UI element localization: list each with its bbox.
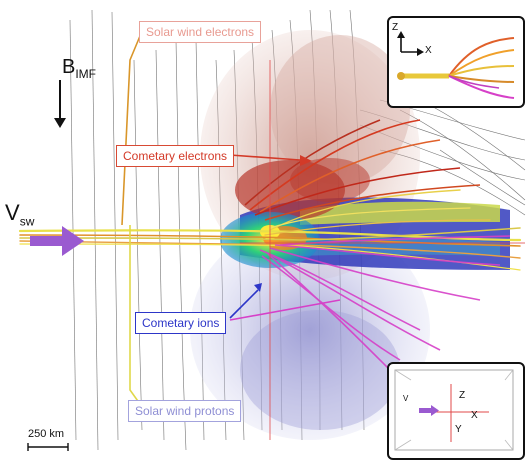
orientation-box-drawing bbox=[394, 369, 514, 451]
orientation-box-inset: V Z X Y bbox=[387, 362, 525, 460]
cometary-electrons-cloud bbox=[235, 158, 370, 220]
v-sw-subscript: sw bbox=[19, 214, 35, 229]
inset-bottom-y-axis-label: Y bbox=[455, 424, 462, 435]
cometary-ions-label: Cometary ions bbox=[135, 312, 227, 334]
inset-top-x-axis-label: X bbox=[425, 45, 432, 56]
v-sw-symbol: V bbox=[5, 200, 20, 225]
trajectory-legend-inset: Z X bbox=[387, 16, 525, 108]
inset-top-z-axis-label: Z bbox=[392, 22, 399, 33]
coordinate-axis-lines bbox=[240, 60, 525, 440]
cometary-electrons-label: Cometary electrons bbox=[116, 145, 235, 167]
scale-label: 250 km bbox=[28, 428, 65, 440]
trajectory-legend-drawing bbox=[397, 31, 515, 99]
b-imf-arrow bbox=[54, 80, 66, 128]
inset-bottom-v-label: V bbox=[403, 394, 409, 403]
inset-bottom-x-axis-label: X bbox=[471, 410, 478, 421]
solar-wind-protons-label: Solar wind protons bbox=[128, 400, 242, 422]
b-imf-label: BIMF bbox=[62, 56, 96, 81]
inset-bottom-z-axis-label: Z bbox=[459, 390, 466, 401]
label-leader-lines bbox=[121, 35, 341, 405]
scale-bar bbox=[27, 443, 69, 451]
v-sw-arrow bbox=[30, 226, 84, 256]
v-sw-label: Vsw bbox=[5, 200, 34, 228]
solar-wind-electrons-label: Solar wind electrons bbox=[139, 21, 262, 43]
b-imf-symbol: B bbox=[62, 56, 76, 78]
b-imf-subscript: IMF bbox=[75, 67, 97, 81]
cometary-electron-trajectories bbox=[244, 119, 481, 221]
